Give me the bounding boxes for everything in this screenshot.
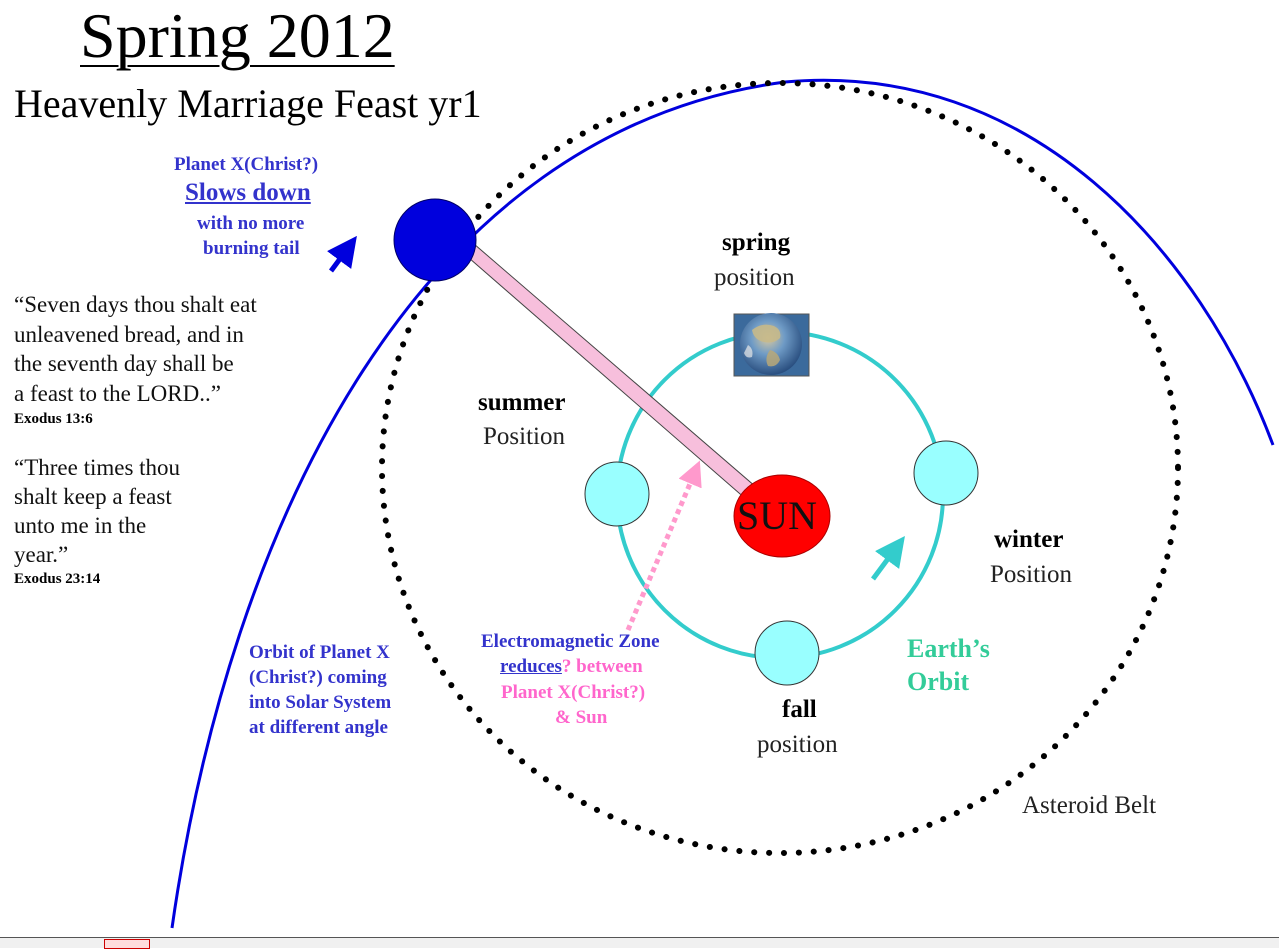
scripture-1-line4: a feast to the LORD..”: [14, 381, 221, 406]
page-subtitle: Heavenly Marriage Feast yr1: [14, 81, 482, 126]
orbit-x-note-line3: into Solar System: [249, 692, 392, 713]
planet-x-note-line3: with no more: [197, 213, 305, 234]
scripture-1-line3: the seventh day shall be: [14, 351, 234, 376]
summer-label-bold: summer: [478, 389, 566, 416]
scripture-2-line2: shalt keep a feast: [14, 484, 172, 509]
scripture-2-line1: “Three times thou: [14, 455, 181, 480]
planet-x-arrow-icon: [327, 235, 357, 273]
spring-label-plain: position: [714, 264, 795, 291]
earth-winter-position: [913, 440, 979, 506]
sun-label: SUN: [737, 493, 818, 538]
em-zone-line1: Electromagnetic Zone: [481, 631, 660, 652]
em-zone-line3: Planet X(Christ?): [501, 682, 646, 703]
sun: [733, 474, 831, 558]
orbit-x-note-line4: at different angle: [249, 717, 388, 738]
scripture-1-line2: unleavened bread, and in: [14, 322, 244, 347]
em-zone-arrow-icon: [625, 460, 702, 631]
winter-label-plain: Position: [990, 561, 1072, 588]
fall-label-plain: position: [757, 731, 838, 758]
planet-x: [393, 198, 477, 282]
scripture-1-ref: Exodus 13:6: [14, 411, 93, 427]
earth-direction-arrow-icon: [870, 535, 905, 581]
asteroid-belt: [379, 80, 1181, 856]
bottom-toolbar-strip: [0, 937, 1279, 948]
scripture-2-line4: year.”: [14, 542, 69, 567]
winter-label-bold: winter: [994, 526, 1064, 553]
scripture-1-line1: “Seven days thou shalt eat: [14, 292, 257, 317]
spring-label-bold: spring: [722, 229, 791, 256]
planet-x-note-line2: Slows down: [185, 179, 311, 206]
orbit-x-note-line1: Orbit of Planet X: [249, 642, 390, 663]
earth-summer-position: [584, 461, 650, 527]
scripture-2-line3: unto me in the: [14, 513, 147, 538]
em-zone-line4: & Sun: [555, 707, 608, 728]
fall-label-bold: fall: [782, 696, 817, 723]
earth-fall-position: [754, 620, 820, 686]
asteroid-belt-label: Asteroid Belt: [1022, 792, 1157, 819]
orbit-x-note-line2: (Christ?) coming: [249, 667, 387, 688]
em-zone-line2: reduces? between: [500, 657, 643, 676]
em-zone-between: ? between: [561, 656, 643, 677]
planet-x-note-line1: Planet X(Christ?): [174, 154, 319, 175]
bottom-tab-indicator[interactable]: [104, 939, 150, 949]
earth-globe-icon: [733, 313, 810, 377]
earth-orbit-label-line1: Earth’s: [907, 634, 990, 663]
planet-x-note-line4: burning tail: [203, 238, 300, 259]
earth-orbit-label-line2: Orbit: [907, 667, 970, 696]
scripture-2-ref: Exodus 23:14: [14, 571, 101, 587]
page-title: Spring 2012: [80, 0, 395, 71]
planet-x-orbit: [170, 78, 1275, 929]
em-zone-reduces: reduces: [500, 656, 562, 677]
summer-label-plain: Position: [483, 423, 565, 450]
